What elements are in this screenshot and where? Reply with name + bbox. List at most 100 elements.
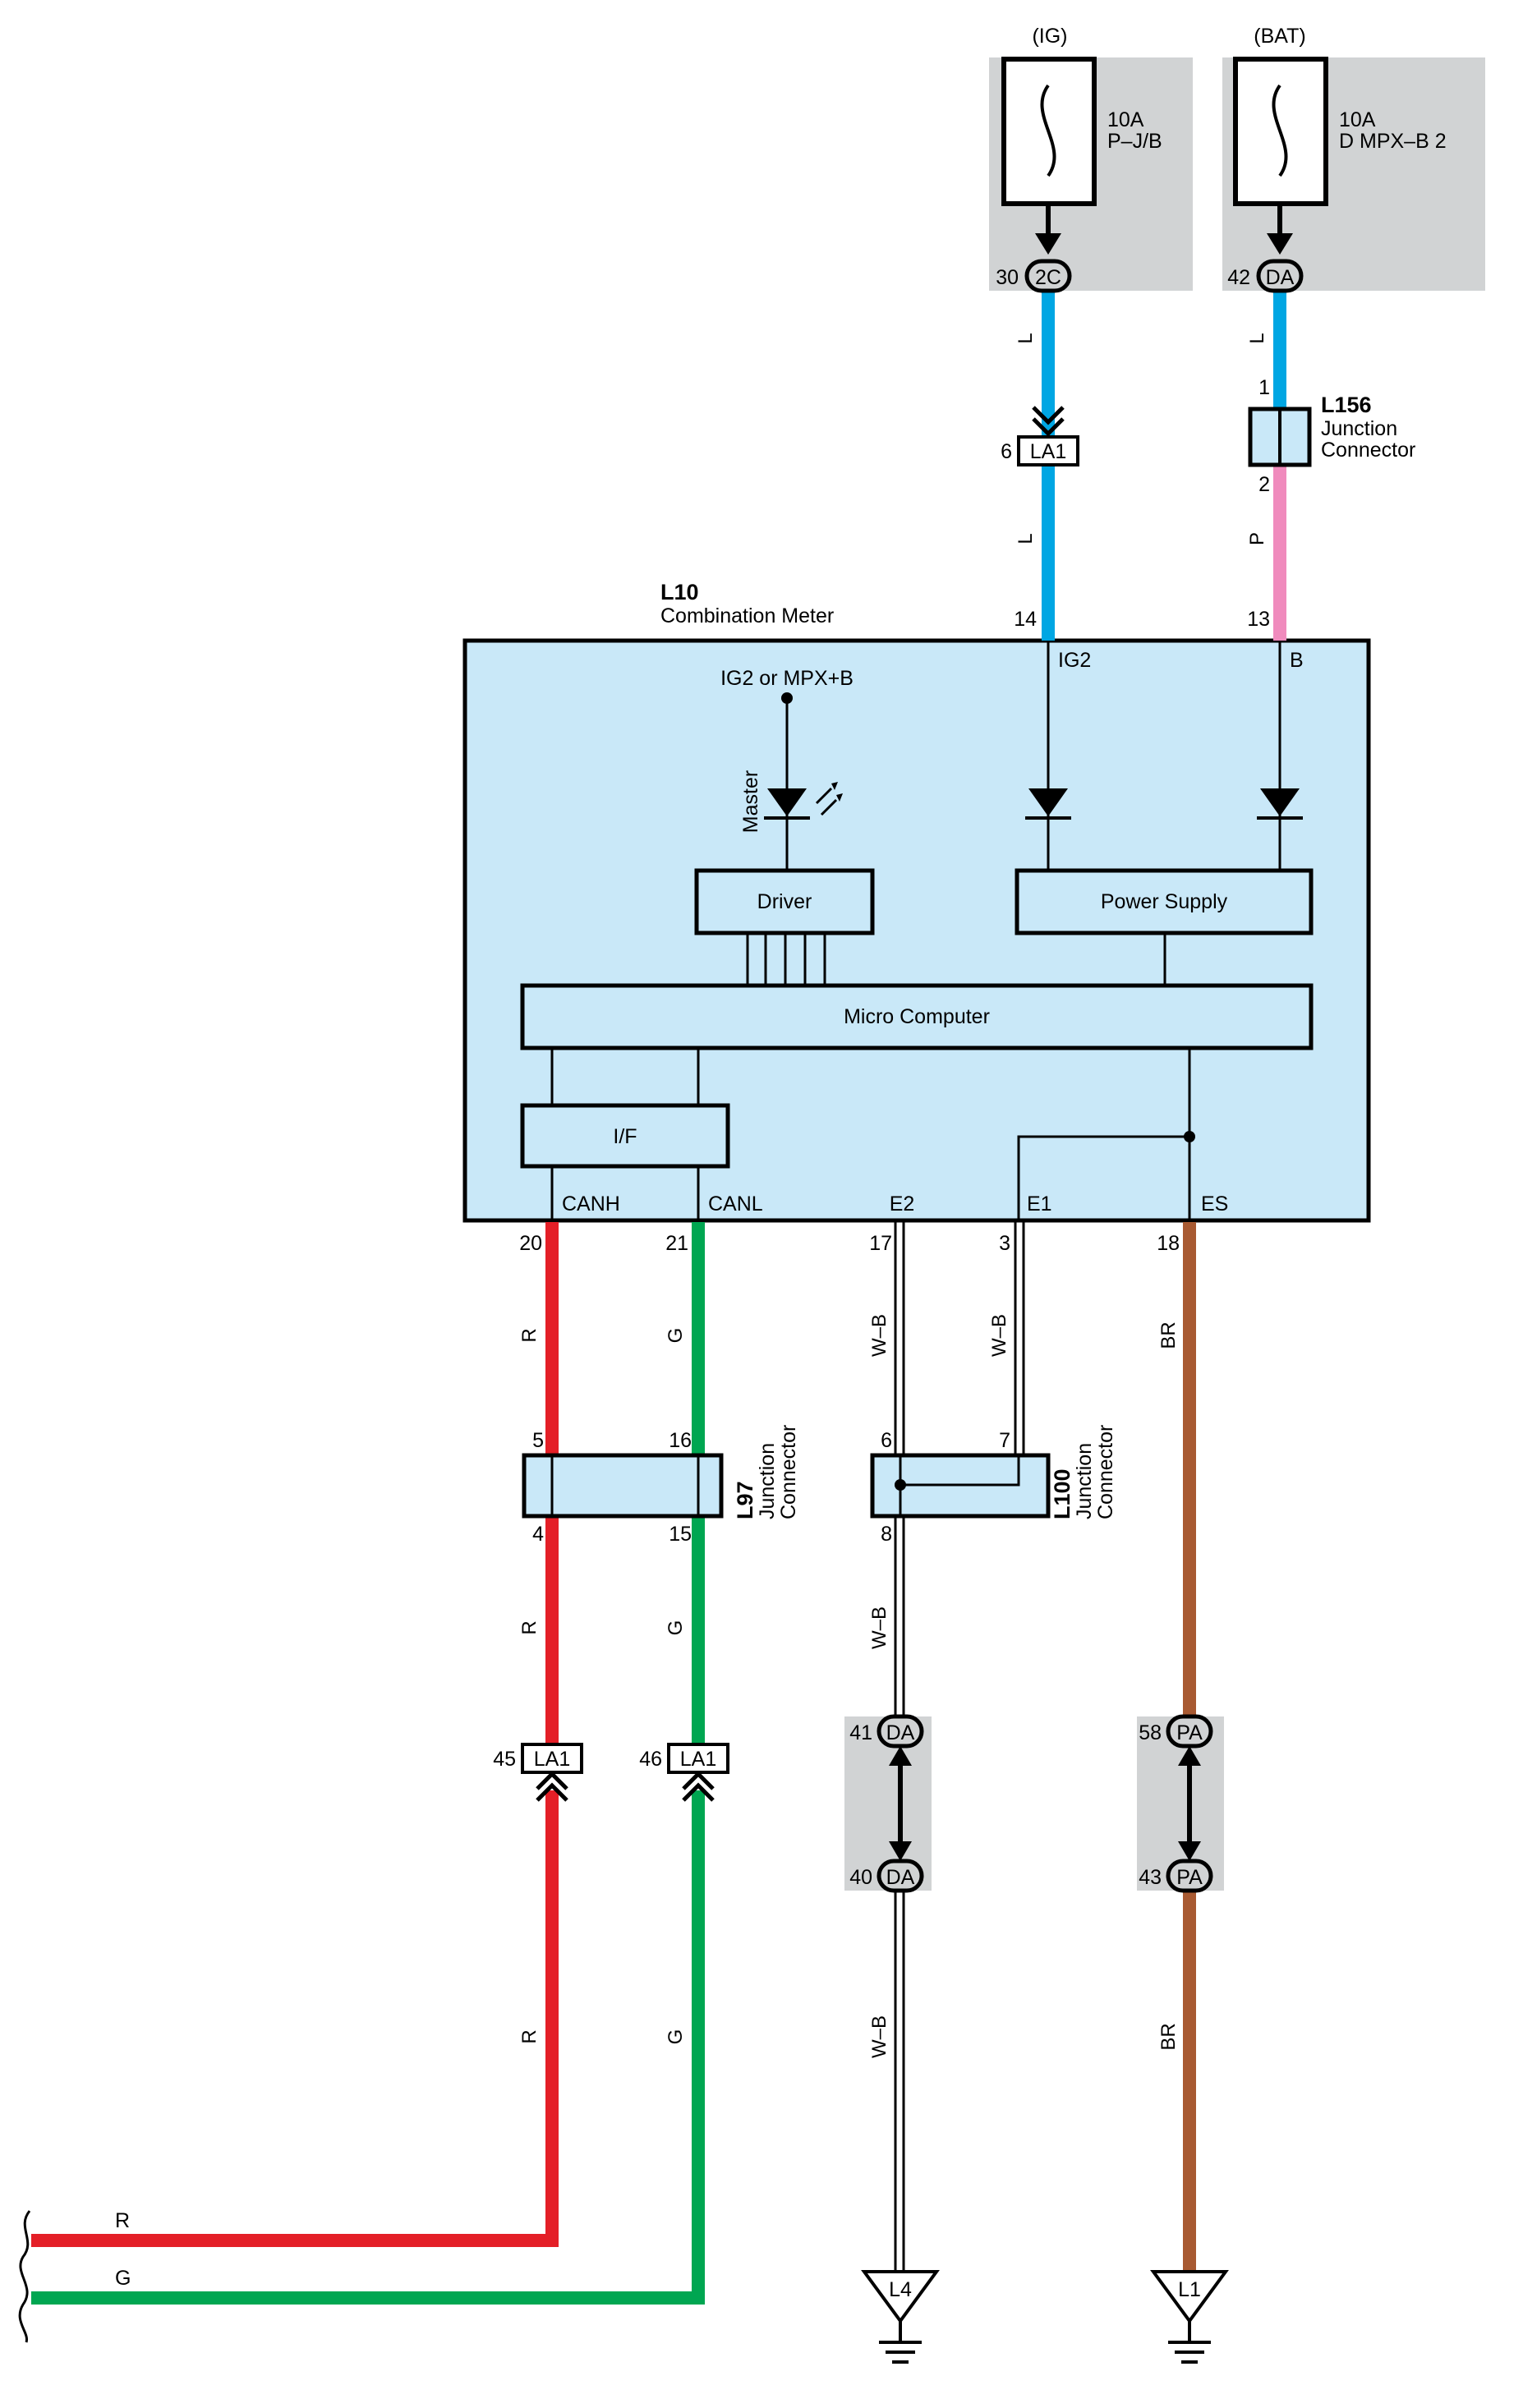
bat-fuse-pin: 42 xyxy=(1227,266,1250,289)
meter-pin-ig2: 14 xyxy=(1014,608,1037,631)
es-wire-upper xyxy=(1183,1222,1196,1728)
canl-upper-label: G xyxy=(665,1328,687,1344)
bat-fuse-connector: DA xyxy=(1266,266,1295,289)
bat-wire-upper-label: L xyxy=(1246,333,1268,343)
l97-desc2: Connector xyxy=(777,1425,800,1519)
la1-top-name: LA1 xyxy=(1030,440,1066,463)
e1-wire xyxy=(1014,1222,1025,1455)
l100-desc1: Junction xyxy=(1073,1443,1096,1519)
bat-fuse xyxy=(1233,57,1328,255)
meter-pin-e1: 3 xyxy=(999,1232,1010,1255)
ig-connector-oval xyxy=(1024,259,1072,293)
la1-canh-name: LA1 xyxy=(534,1748,570,1771)
bat-wire-upper xyxy=(1273,289,1286,409)
e2-wire xyxy=(894,1222,905,2275)
la1-top-chevron xyxy=(1032,406,1065,437)
canh-wire-low xyxy=(545,1790,559,2247)
bat-fuse-name: D MPX–B 2 xyxy=(1339,130,1447,153)
pa-name-top: PA xyxy=(1176,1721,1203,1744)
power-supply-block xyxy=(1015,868,1314,935)
master-led-icon xyxy=(764,782,843,820)
l156-pin-top: 1 xyxy=(1258,376,1270,399)
driver-label: Driver xyxy=(757,890,812,913)
pa-pin-bottom: 43 xyxy=(1139,1866,1162,1889)
es-lower-label: BR xyxy=(1157,2023,1180,2050)
micro-computer-label: Micro Computer xyxy=(844,1005,990,1028)
driver-bus-lines xyxy=(746,933,826,986)
meter-pin-b: 13 xyxy=(1247,608,1270,631)
da-pin-bottom: 40 xyxy=(849,1866,872,1889)
bat-wire-lower xyxy=(1273,465,1286,641)
ig-fuse xyxy=(1001,57,1097,255)
ig-wire-upper-label: L xyxy=(1015,333,1037,343)
if-block xyxy=(520,1103,730,1169)
l156-junction-box xyxy=(1248,407,1312,467)
l100-pin-7: 7 xyxy=(999,1429,1010,1452)
e1-upper-label: W–B xyxy=(988,1314,1010,1357)
pa-pin-top: 58 xyxy=(1139,1721,1162,1744)
canh-mid-label: R xyxy=(518,1620,541,1634)
canh-wire-horizontal xyxy=(31,2234,559,2247)
ground-l1-label: L1 xyxy=(1178,2278,1201,2301)
canh-upper-label: R xyxy=(518,1328,541,1342)
da-name-bottom: DA xyxy=(886,1866,915,1889)
supply-label: IG2 or MPX+B xyxy=(720,667,854,690)
canh-bottom-label: R xyxy=(115,2209,130,2232)
meter-pin-canl: 21 xyxy=(665,1232,688,1255)
meter-terminal-es: ES xyxy=(1201,1193,1228,1215)
canh-wire-mid xyxy=(545,1516,559,1744)
internal-lines xyxy=(550,641,1281,1220)
ig-fuse-connector: 2C xyxy=(1035,266,1061,289)
la1-top-pin: 6 xyxy=(1001,440,1012,463)
driver-block xyxy=(694,868,875,935)
l97-id: L97 xyxy=(733,1481,757,1519)
l97-desc1: Junction xyxy=(756,1443,779,1519)
ig-wire-lower xyxy=(1042,465,1055,641)
if-label: I/F xyxy=(613,1125,637,1148)
b-diode-icon xyxy=(1257,788,1303,820)
meter-id: L10 xyxy=(660,580,699,604)
ig2-diode-icon xyxy=(1025,788,1071,820)
l100-pin-8: 8 xyxy=(881,1523,892,1546)
l100-pin-6: 6 xyxy=(881,1429,892,1452)
canh-wire-top xyxy=(545,1222,559,1455)
l156-id: L156 xyxy=(1321,393,1372,417)
l100-junction-box xyxy=(870,1453,1051,1519)
es-upper-label: BR xyxy=(1157,1321,1180,1349)
la1-canl-pin: 46 xyxy=(639,1748,662,1771)
canl-lower-label: G xyxy=(665,2029,687,2045)
e2-mid-label: W–B xyxy=(868,1606,890,1649)
canl-bottom-label: G xyxy=(115,2267,131,2290)
da-pin-top: 41 xyxy=(849,1721,872,1744)
bat-wire-lower-label: P xyxy=(1246,532,1268,545)
supply-dot xyxy=(781,692,793,704)
master-led-label: Master xyxy=(739,770,762,833)
l97-pin-16: 16 xyxy=(669,1429,692,1452)
e2-lower-label: W–B xyxy=(868,2015,890,2058)
es-junction-dot xyxy=(1184,1131,1195,1142)
bat-fuse-rating: 10A xyxy=(1339,108,1376,131)
ig-fuse-rating: 10A xyxy=(1107,108,1144,131)
power-supply-label: Power Supply xyxy=(1101,890,1228,913)
canl-wire-mid xyxy=(692,1516,705,1744)
wire-break-icon xyxy=(18,2210,31,2343)
es-wire-lower xyxy=(1183,1881,1196,2272)
la1-top-box xyxy=(1017,435,1079,466)
ground-l4-label: L4 xyxy=(889,2278,912,2301)
la1-canh-chevron xyxy=(536,1771,568,1802)
canh-lower-label: R xyxy=(518,2029,541,2043)
meter-pin-canh: 20 xyxy=(519,1232,542,1255)
la1-canh-pin: 45 xyxy=(493,1748,516,1771)
meter-terminal-canl: CANL xyxy=(708,1193,763,1215)
l97-pin-15: 15 xyxy=(669,1523,692,1546)
la1-canl-name: LA1 xyxy=(680,1748,716,1771)
da-name-top: DA xyxy=(886,1721,915,1744)
ig-fuse-name: P–J/B xyxy=(1107,130,1162,153)
micro-computer-block xyxy=(520,983,1314,1050)
pa-pair xyxy=(1166,1714,1213,1893)
meter-terminal-e2: E2 xyxy=(890,1193,915,1215)
ig-wire-upper xyxy=(1042,289,1055,439)
canl-mid-label: G xyxy=(665,1620,687,1636)
ig-group-label: (IG) xyxy=(1032,25,1067,48)
